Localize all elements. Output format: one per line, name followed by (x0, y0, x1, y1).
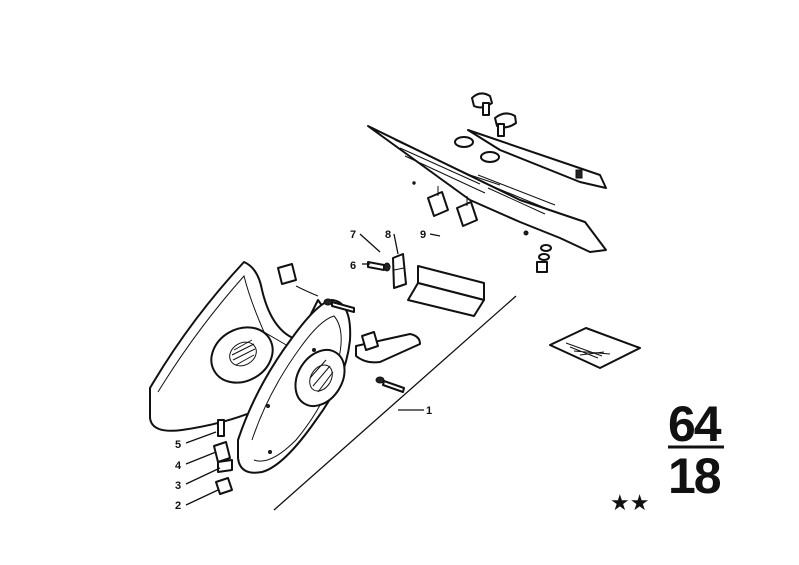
callout-9: 9 (420, 229, 426, 241)
marking-stars: ★★ (610, 491, 649, 516)
part-3-nut (217, 459, 233, 473)
callout-8: 8 (385, 229, 391, 241)
screw-upper (323, 298, 355, 313)
callout-4: 4 (175, 460, 182, 472)
grommet-left (454, 136, 474, 148)
knob-left (471, 92, 493, 116)
label-plate (549, 327, 641, 369)
group-number-main: 64 (668, 396, 722, 452)
callout-1: 1 (426, 405, 432, 417)
shelf-panel (367, 125, 607, 253)
clip-middle (361, 331, 379, 351)
group-bracket-1 (273, 295, 517, 511)
callout-7: 7 (350, 229, 356, 241)
clip-right (456, 196, 478, 227)
grommet-right (480, 151, 500, 163)
leader-lines (185, 233, 441, 506)
part-8-bracket (392, 253, 407, 289)
group-number-sub: 18 (668, 448, 721, 504)
callout-5: 5 (175, 439, 181, 451)
group-number: 64 18 (668, 396, 724, 504)
part-2-clip (215, 477, 233, 495)
screw-lower (375, 376, 405, 393)
clip-left (427, 186, 449, 217)
part-4-clip (213, 441, 231, 463)
trim-strip (355, 333, 421, 364)
nut-stack (536, 244, 552, 273)
part-7-washer (383, 262, 391, 272)
callout-2: 2 (175, 500, 181, 512)
callout-6: 6 (350, 260, 356, 272)
part-1-speaker-panel-front (237, 299, 352, 474)
knob-right (494, 112, 517, 137)
part-9-bracket (407, 265, 485, 317)
callout-3: 3 (175, 480, 181, 492)
screw-part-5 (217, 419, 225, 437)
clip-upper (277, 263, 319, 297)
part-6-screw (367, 261, 385, 271)
